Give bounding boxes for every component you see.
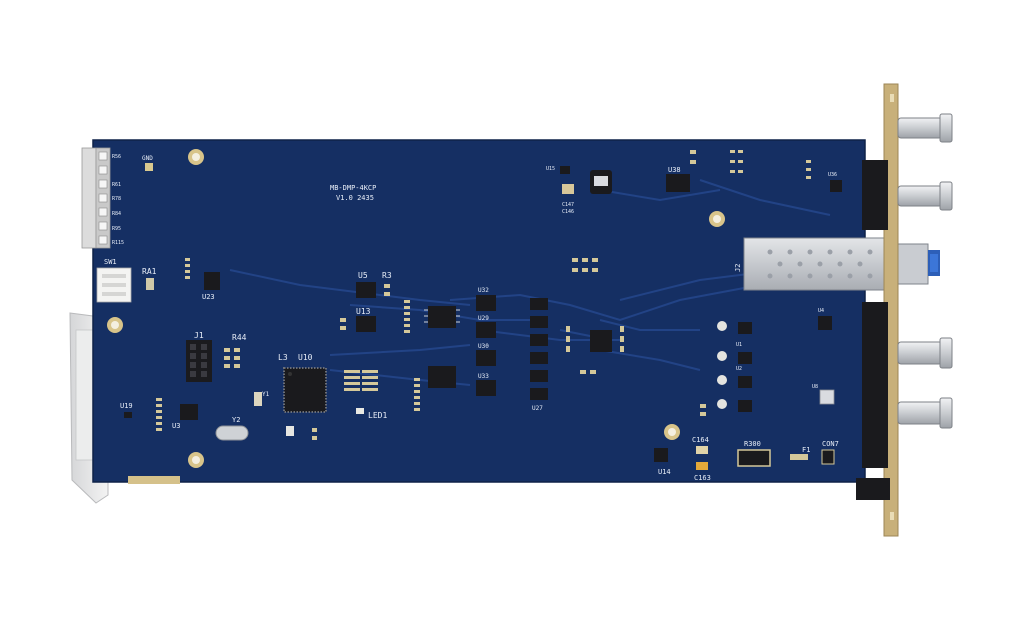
chip-u5 xyxy=(356,282,376,298)
label-u30: U30 xyxy=(478,343,489,350)
smd-circles-right xyxy=(717,321,727,409)
label-led1: LED1 xyxy=(368,411,387,420)
label-u13: U13 xyxy=(356,307,371,316)
chip-qfn-center xyxy=(590,330,612,352)
chip-u3 xyxy=(180,404,198,420)
label-j2: J2 xyxy=(734,264,742,272)
label-gnd: GND xyxy=(142,155,153,162)
resistor-array-ra1 xyxy=(146,278,154,290)
label-u32: U32 xyxy=(478,287,489,294)
soic-chip-column-b xyxy=(530,298,548,400)
capacitor-c147 xyxy=(562,184,574,194)
label-f1: F1 xyxy=(802,446,810,454)
chip-u30 xyxy=(476,350,496,366)
chip-u15 xyxy=(560,166,570,174)
capacitor-c163 xyxy=(696,462,708,470)
soic-chip-column-a xyxy=(428,306,456,388)
chip-u32 xyxy=(476,295,496,311)
chip-u29 xyxy=(476,322,496,338)
crystal-y1 xyxy=(254,392,262,406)
chip-u33 xyxy=(476,380,496,396)
chip-u14 xyxy=(654,448,668,462)
connector-j1 xyxy=(186,340,212,382)
label-u8: U8 xyxy=(812,384,818,390)
label-u4: U4 xyxy=(818,308,824,314)
capacitor-c164 xyxy=(696,446,708,454)
label-con7: CON7 xyxy=(822,440,839,448)
label-u15: U15 xyxy=(546,166,555,172)
board-version: V1.0 2435 xyxy=(336,194,374,202)
label-u3: U3 xyxy=(172,422,180,430)
label-l3: L3 xyxy=(278,353,288,362)
label-r61: R61 xyxy=(112,182,121,188)
bnc-connector-2 xyxy=(897,181,953,211)
label-r56: R56 xyxy=(112,154,121,160)
label-c164: C164 xyxy=(692,436,709,444)
chips-right-column xyxy=(738,316,832,412)
label-u36: U36 xyxy=(828,172,837,178)
sfp-cage-j2 xyxy=(743,237,940,291)
label-u14: U14 xyxy=(658,468,671,476)
label-r95: R95 xyxy=(112,226,121,232)
label-u10: U10 xyxy=(298,353,313,362)
label-u2: U2 xyxy=(736,366,742,372)
label-u23: U23 xyxy=(202,293,215,301)
passive-components xyxy=(286,150,706,440)
label-ra1: RA1 xyxy=(142,267,157,276)
label-c163: C163 xyxy=(694,474,711,482)
bnc-connector-4 xyxy=(897,397,953,429)
label-u5: U5 xyxy=(358,271,368,280)
resistor-r300 xyxy=(737,449,771,467)
label-r44: R44 xyxy=(232,333,247,342)
label-u19: U19 xyxy=(120,402,133,410)
label-r3: R3 xyxy=(382,271,392,280)
label-c146: C146 xyxy=(562,209,574,215)
label-r78: R78 xyxy=(112,196,121,202)
mounting-holes xyxy=(107,149,725,468)
edge-connector xyxy=(128,476,180,484)
label-u38: U38 xyxy=(668,166,681,174)
front-bracket xyxy=(856,83,899,537)
fuse-f1 xyxy=(790,454,808,460)
label-y2: Y2 xyxy=(232,416,240,424)
label-r300: R300 xyxy=(744,440,761,448)
led-1 xyxy=(356,408,364,414)
bnc-connector-3 xyxy=(897,337,953,369)
label-u33: U33 xyxy=(478,373,489,380)
bnc-connector-1 xyxy=(897,113,953,143)
pin-header-left xyxy=(81,147,111,249)
label-u29: U29 xyxy=(478,315,489,322)
label-r115: R115 xyxy=(112,240,124,246)
label-sw1: SW1 xyxy=(104,258,117,266)
chip-u19 xyxy=(124,412,132,418)
board-model: MB-DMP-4KCP xyxy=(330,184,376,192)
gnd-pad xyxy=(145,163,153,171)
label-j1: J1 xyxy=(194,331,204,340)
label-c147: C147 xyxy=(562,202,574,208)
inductor-label-plate xyxy=(594,176,608,186)
chip-u8 xyxy=(819,389,835,405)
label-r84: R84 xyxy=(112,211,121,217)
label-u1: U1 xyxy=(736,342,742,348)
label-y1: Y1 xyxy=(262,391,270,398)
chip-u36 xyxy=(830,180,842,192)
label-u27: U27 xyxy=(532,405,543,412)
crystal-y2 xyxy=(215,425,249,441)
chip-u38 xyxy=(666,174,690,192)
chip-u13 xyxy=(356,316,376,332)
chip-u23 xyxy=(204,272,220,290)
connector-con7 xyxy=(821,449,835,465)
